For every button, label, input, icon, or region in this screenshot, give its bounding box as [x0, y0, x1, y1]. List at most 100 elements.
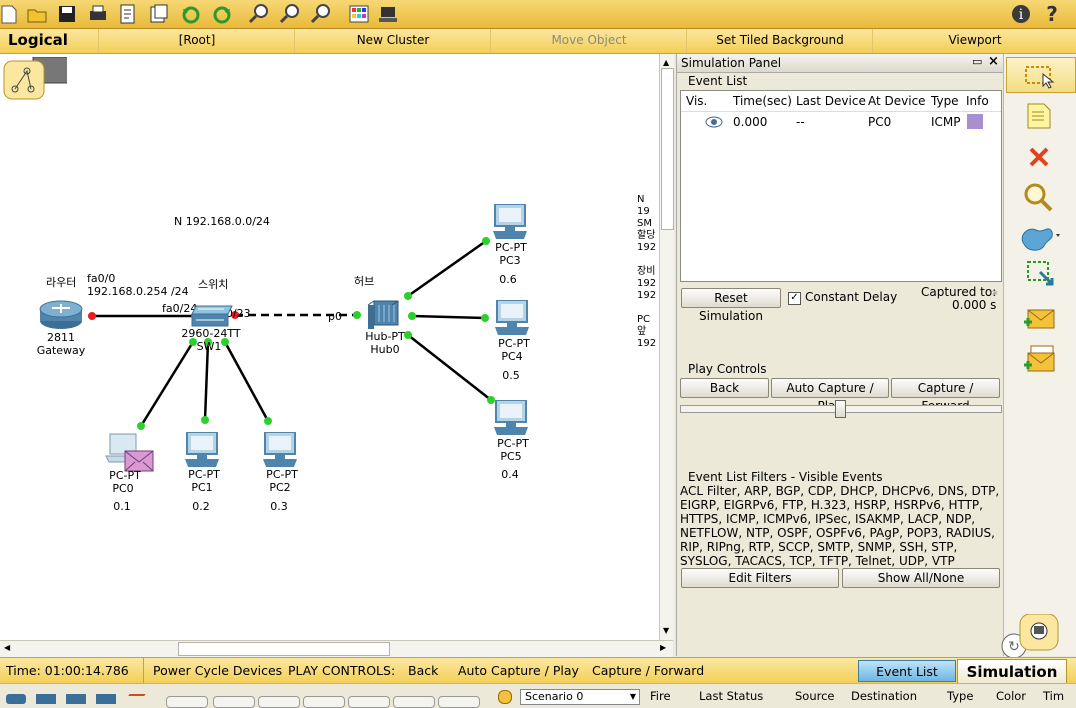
logical-view-icon[interactable] [3, 56, 70, 100]
zoom-reset-icon[interactable] [279, 3, 301, 25]
root-button[interactable]: [Root] [98, 29, 295, 53]
col-last-device[interactable]: Last Device [796, 94, 866, 108]
move-object-button[interactable]: Move Object [490, 29, 687, 53]
event-list-title: Event List [688, 74, 748, 88]
pdu-col-destination[interactable]: Destination [851, 689, 917, 703]
restore-icon[interactable]: ▭ [972, 55, 983, 68]
col-type[interactable]: Type [931, 94, 959, 108]
show-all-none-button[interactable]: Show All/None [842, 568, 1000, 588]
pdu-col-type[interactable]: Type [947, 689, 974, 703]
new-cluster-button[interactable]: New Cluster [294, 29, 491, 53]
palette-icon[interactable] [348, 3, 370, 25]
connection-category-icon[interactable] [122, 694, 146, 706]
router-icon[interactable] [38, 299, 84, 331]
pc1-icon[interactable] [183, 431, 221, 470]
simulation-mode-icon[interactable]: ↻ [992, 613, 1062, 661]
reset-simulation-button[interactable]: Reset Simulation [681, 288, 781, 323]
event-list-toggle[interactable]: Event List [858, 660, 956, 682]
pc5-icon[interactable] [492, 399, 530, 438]
col-info[interactable]: Info [966, 94, 989, 108]
add-complex-pdu-icon[interactable] [1022, 344, 1056, 377]
device-category-icon[interactable] [6, 694, 26, 704]
topology-canvas[interactable]: N 192.168.0.0/24 라우터 fa0/0 192.168.0.254… [0, 54, 659, 640]
print-icon[interactable] [87, 3, 109, 25]
viewport-button[interactable]: Viewport [872, 29, 1076, 53]
info-icon[interactable]: i [1010, 3, 1032, 25]
horizontal-scroll-thumb[interactable] [178, 642, 390, 656]
event-list-table[interactable]: Vis. Time(sec) Last Device At Device Typ… [680, 90, 1002, 282]
pdu-col-color[interactable]: Color [996, 689, 1027, 703]
redo-icon[interactable] [211, 3, 233, 25]
new-file-icon[interactable] [0, 3, 22, 25]
switch-port-left-label: fa0/24 [162, 302, 198, 315]
device-slot[interactable] [303, 696, 345, 708]
open-folder-icon[interactable] [26, 3, 48, 25]
col-time[interactable]: Time(sec) [733, 94, 792, 108]
pdu-col-source[interactable]: Source [795, 689, 835, 703]
status-back-button[interactable]: Back [408, 663, 439, 678]
hub-icon[interactable] [366, 299, 402, 331]
delete-icon[interactable] [1028, 146, 1050, 171]
pc3-icon[interactable] [491, 203, 529, 242]
status-auto-capture-button[interactable]: Auto Capture / Play [458, 663, 579, 678]
device-category-icon[interactable] [36, 694, 56, 704]
pdu-col-time[interactable]: Tim [1043, 689, 1065, 703]
scroll-right-icon[interactable]: ▶ [660, 643, 667, 652]
logical-tab[interactable]: Logical [8, 31, 68, 49]
auto-capture-play-button[interactable]: Auto Capture / Play [771, 378, 889, 413]
device-slot[interactable] [213, 696, 255, 708]
pdu-col-fire[interactable]: Fire [650, 689, 671, 703]
draw-shape-icon[interactable] [1018, 222, 1060, 255]
inspect-icon[interactable] [1023, 182, 1055, 215]
power-cycle-devices-button[interactable]: Power Cycle Devices [153, 663, 283, 678]
zoom-out-icon[interactable] [310, 3, 332, 25]
device-slot[interactable] [438, 696, 480, 708]
activity-wizard-icon[interactable] [117, 3, 139, 25]
pc2-icon[interactable] [261, 431, 299, 470]
back-button[interactable]: Back [680, 378, 769, 398]
simulation-mode-tab[interactable]: Simulation [957, 659, 1067, 684]
vertical-scroll-thumb[interactable] [661, 68, 674, 230]
table-row[interactable]: 0.000 -- PC0 ICMP [681, 113, 1001, 131]
place-note-icon[interactable] [1026, 102, 1052, 133]
scenario-select[interactable]: Scenario 0 ▼ [520, 689, 640, 705]
scroll-down-icon[interactable]: ▼ [663, 626, 670, 635]
capture-forward-button[interactable]: Capture / Forward [891, 378, 1000, 413]
select-tool-selected[interactable] [1006, 57, 1076, 93]
col-vis[interactable]: Vis. [686, 94, 708, 108]
event-info-color[interactable] [967, 114, 983, 129]
help-icon[interactable]: ? [1041, 2, 1063, 26]
router-port-label: fa0/0 [87, 272, 116, 285]
resize-shape-icon[interactable] [1026, 260, 1056, 293]
pc3-name-label: PC3 [499, 254, 521, 267]
scroll-left-icon[interactable]: ◀ [4, 643, 11, 652]
pdu-envelope-icon[interactable] [124, 450, 154, 472]
pc4-icon[interactable] [493, 299, 531, 338]
switch-icon[interactable] [190, 304, 234, 330]
device-slot[interactable] [348, 696, 390, 708]
device-category-icon[interactable] [66, 694, 86, 704]
close-icon[interactable]: × [988, 54, 999, 69]
col-at-device[interactable]: At Device [868, 94, 926, 108]
device-slot[interactable] [166, 696, 208, 708]
switch-name-label: SW1 [196, 340, 222, 353]
set-tiled-background-button[interactable]: Set Tiled Background [686, 29, 873, 53]
custom-device-icon[interactable] [148, 3, 170, 25]
device-slot[interactable] [258, 696, 300, 708]
scroll-up-icon[interactable]: ▲ [663, 58, 670, 67]
device-slot[interactable] [393, 696, 435, 708]
device-category-icon[interactable] [96, 694, 116, 704]
eye-icon[interactable] [705, 115, 723, 132]
constant-delay-checkbox[interactable]: ✓ [788, 292, 801, 305]
canvas-horizontal-scrollbar[interactable]: ◀ ▶ [0, 640, 673, 657]
play-speed-slider-thumb[interactable] [835, 400, 846, 418]
save-icon[interactable] [56, 3, 78, 25]
edit-filters-button[interactable]: Edit Filters [681, 568, 839, 588]
canvas-vertical-scrollbar[interactable]: ▲ ▼ [659, 54, 674, 640]
status-capture-forward-button[interactable]: Capture / Forward [592, 663, 705, 678]
custom-device-dialog-icon[interactable] [378, 3, 400, 25]
zoom-in-icon[interactable] [248, 3, 270, 25]
add-simple-pdu-icon[interactable] [1022, 306, 1056, 335]
undo-icon[interactable] [180, 3, 202, 25]
pdu-col-last-status[interactable]: Last Status [699, 689, 764, 703]
